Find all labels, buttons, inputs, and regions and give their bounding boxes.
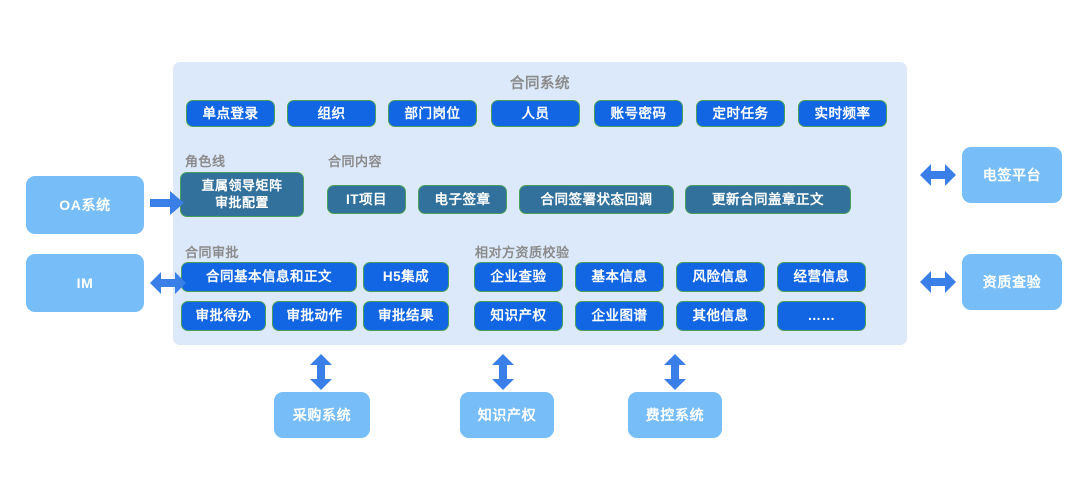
pill-personnel[interactable]: 人员	[491, 100, 580, 127]
pill-direct-leader-matrix-approval-config[interactable]: 直属领导矩阵 审批配置	[180, 172, 304, 217]
contract-content-panel-title: 合同内容	[328, 154, 383, 169]
pill-more-ellipsis[interactable]: ……	[777, 301, 866, 331]
pill-approval-result[interactable]: 审批结果	[363, 301, 449, 331]
pill-account-password[interactable]: 账号密码	[594, 100, 683, 127]
system-box-qualification-check[interactable]: 资质查验	[962, 254, 1062, 310]
pill-operating-information[interactable]: 经营信息	[777, 262, 866, 292]
pill-intellectual-property[interactable]: 知识产权	[474, 301, 563, 331]
pill-department-position[interactable]: 部门岗位	[388, 100, 477, 127]
arrow-left-right-icon	[148, 268, 188, 298]
pill-approval-todo[interactable]: 审批待办	[181, 301, 266, 331]
arrow-right-icon	[148, 188, 186, 218]
system-box-oa[interactable]: OA系统	[26, 176, 144, 234]
pill-h5-integration[interactable]: H5集成	[363, 262, 449, 292]
pill-contract-sign-status-callback[interactable]: 合同签署状态回调	[519, 185, 674, 214]
system-box-esign-platform[interactable]: 电签平台	[962, 147, 1062, 203]
pill-update-contract-sealed-text[interactable]: 更新合同盖章正文	[685, 185, 851, 214]
page-title: 合同系统	[510, 76, 570, 92]
system-box-im[interactable]: IM	[26, 254, 144, 312]
counterparty-panel-title: 相对方资质校验	[475, 245, 570, 260]
system-box-procurement[interactable]: 采购系统	[274, 392, 370, 438]
system-box-expense-control[interactable]: 费控系统	[628, 392, 722, 438]
arrow-up-down-icon	[662, 352, 688, 392]
pill-realtime-frequency[interactable]: 实时频率	[798, 100, 887, 127]
pill-line-2: 审批配置	[214, 194, 269, 210]
pill-enterprise-verification[interactable]: 企业查验	[474, 262, 563, 292]
pill-scheduled-task[interactable]: 定时任务	[696, 100, 785, 127]
role-line-panel-title: 角色线	[185, 154, 226, 169]
arrow-left-right-icon	[918, 267, 958, 297]
pill-line-1: 直属领导矩阵	[201, 178, 283, 194]
pill-risk-information[interactable]: 风险信息	[676, 262, 765, 292]
pill-electronic-seal[interactable]: 电子签章	[418, 185, 507, 214]
arrow-up-down-icon	[308, 352, 334, 392]
system-box-intellectual-property[interactable]: 知识产权	[460, 392, 554, 438]
pill-other-information[interactable]: 其他信息	[676, 301, 765, 331]
pill-basic-information[interactable]: 基本信息	[575, 262, 664, 292]
pill-it-project[interactable]: IT项目	[327, 185, 406, 214]
pill-approval-action[interactable]: 审批动作	[272, 301, 357, 331]
pill-organization[interactable]: 组织	[287, 100, 376, 127]
pill-contract-basic-info-and-text[interactable]: 合同基本信息和正文	[181, 262, 357, 292]
arrow-left-right-icon	[918, 160, 958, 190]
contract-approval-panel-title: 合同审批	[185, 245, 240, 260]
pill-sso[interactable]: 单点登录	[186, 100, 275, 127]
pill-enterprise-graph[interactable]: 企业图谱	[575, 301, 664, 331]
arrow-up-down-icon	[490, 352, 516, 392]
